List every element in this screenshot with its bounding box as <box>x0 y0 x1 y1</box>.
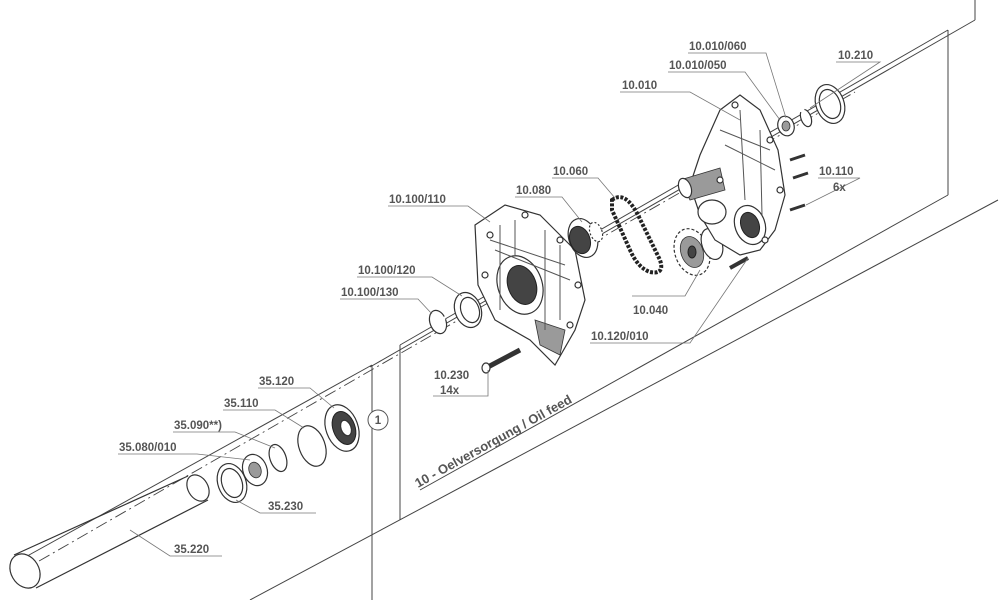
bearing-10-100-120 <box>453 291 483 329</box>
bolt-10-230 <box>481 347 522 374</box>
label-10-040: 10.040 <box>633 305 668 317</box>
gear-10-040 <box>673 227 724 276</box>
label-6x: 6x <box>833 182 846 194</box>
label-10-100-110: 10.100/110 <box>389 194 446 206</box>
seal-35-120 <box>324 404 360 452</box>
chain-10-060 <box>610 195 664 275</box>
bolt-10-120-010 <box>729 256 749 270</box>
part-labels: 10.010/060 10.010/050 10.010 10.210 10.0… <box>119 41 873 556</box>
label-10-010: 10.010 <box>622 80 657 92</box>
label-35-090: 35.090**) <box>174 420 222 432</box>
label-10-060: 10.060 <box>553 166 588 178</box>
label-10-210: 10.210 <box>838 50 873 62</box>
pipe-35-220 <box>9 474 210 589</box>
label-35-110: 35.110 <box>224 398 259 410</box>
label-14x: 14x <box>440 385 460 397</box>
callout-1: 1 <box>367 409 389 431</box>
bushing-10-010-050 <box>777 115 795 137</box>
label-10-100-130: 10.100/130 <box>341 287 399 299</box>
label-10-010-050: 10.010/050 <box>669 60 727 72</box>
circlip-35-110 <box>297 425 327 467</box>
seal-10-010-060 <box>799 108 813 128</box>
bolts-10-110 <box>789 153 809 212</box>
label-35-230: 35.230 <box>268 501 303 513</box>
leader-lines <box>118 52 882 557</box>
circlip-10-100-130 <box>428 309 448 335</box>
sprocket-10-080 <box>567 218 604 258</box>
callout-1-label: 1 <box>375 415 382 427</box>
label-10-080: 10.080 <box>516 185 551 197</box>
oring-35-090 <box>268 443 288 473</box>
label-10-010-060: 10.010/060 <box>689 41 747 53</box>
section-title: 10 - Oelversorgung / Oil feed <box>412 392 574 491</box>
label-35-120: 35.120 <box>259 376 294 388</box>
label-10-120-010: 10.120/010 <box>591 331 649 343</box>
label-10-100-120: 10.100/120 <box>358 265 416 277</box>
label-35-220: 35.220 <box>174 544 209 556</box>
pump-cover-10-100-110 <box>474 204 586 366</box>
nut-35-080 <box>241 453 269 487</box>
oring-10-210 <box>814 84 846 124</box>
label-35-080-010: 35.080/010 <box>119 442 177 454</box>
pump-housing-10-010 <box>677 94 786 256</box>
label-10-230: 10.230 <box>434 370 469 382</box>
label-10-110: 10.110 <box>819 166 854 178</box>
